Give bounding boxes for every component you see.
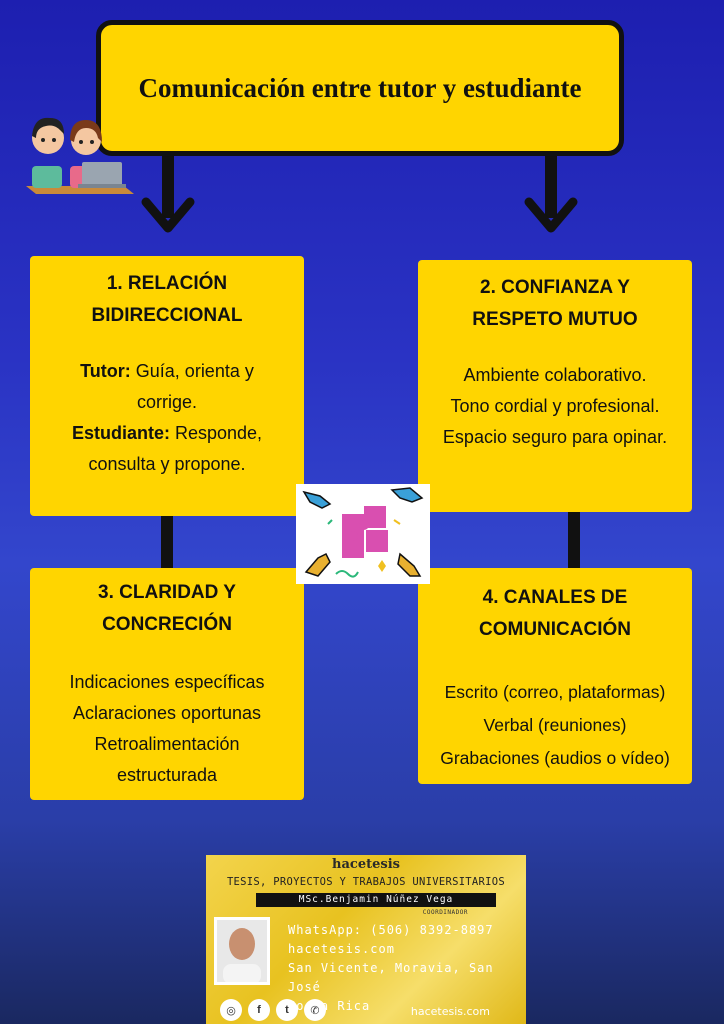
footer-whatsapp: WhatsApp: (506) 8392-8897 (288, 923, 494, 937)
card-confianza-respeto: 2. CONFIANZA Y RESPETO MUTUO Ambiente co… (418, 260, 692, 512)
card-relacion-bidireccional: 1. RELACIÓN BIDIRECCIONAL Tutor: Guía, o… (30, 256, 304, 516)
card-heading: COMUNICACIÓN (479, 619, 631, 640)
avatar (214, 917, 270, 985)
twitter-icon[interactable]: t (276, 999, 298, 1021)
card-line: Aclaraciones oportunas (72, 703, 262, 723)
student-text: consulta y propone. (88, 454, 246, 474)
card-heading: CONCRECIÓN (102, 614, 232, 635)
page-title: Comunicación entre tutor y estudiante (138, 72, 582, 103)
card-line: Tono cordial y profesional. (450, 396, 660, 416)
card-heading: 4. CANALES DE (482, 587, 628, 608)
card-line: estructurada (116, 765, 218, 785)
card-heading: BIDIRECCIONAL (91, 305, 243, 326)
connector-left (161, 514, 173, 572)
connector-right (568, 510, 580, 572)
footer-address: San Vicente, Moravia, San José (288, 961, 494, 994)
card-heading: 1. RELACIÓN (106, 273, 228, 294)
card-heading: RESPETO MUTUO (472, 309, 638, 330)
arrow-down-icon (141, 156, 195, 233)
card-heading: 2. CONFIANZA Y (480, 277, 630, 298)
kids-laptop-illustration (26, 117, 134, 194)
card-line: Verbal (reuniones) (483, 715, 627, 735)
footer-tagline: TESIS, PROYECTOS Y TRABAJOS UNIVERSITARI… (226, 876, 506, 888)
tutor-text: Guía, orienta y (130, 361, 254, 381)
card-line: Escrito (correo, plataformas) (444, 682, 666, 702)
student-label: Estudiante: (71, 423, 170, 443)
card-line: Grabaciones (audios o vídeo) (440, 748, 670, 768)
card-line: Indicaciones específicas (69, 672, 265, 692)
card-canales-comunicacion: 4. CANALES DE COMUNICACIÓN Escrito (corr… (418, 568, 692, 784)
card-line: Ambiente colaborativo. (463, 365, 647, 385)
footer-name: MSc.Benjamin Núñez Vega (256, 893, 496, 907)
card-line: Retroalimentación (94, 734, 240, 754)
card-claridad-concrecion: 3. CLARIDAD Y CONCRECIÓN Indicaciones es… (30, 568, 304, 800)
title-box: Comunicación entre tutor y estudiante (96, 20, 624, 156)
puzzle-hands-illustration (296, 484, 430, 584)
card-line: Espacio seguro para opinar. (442, 427, 668, 447)
tutor-label: Tutor: (80, 361, 131, 381)
student-text: Responde, (169, 423, 263, 443)
footer-role: COORDINADOR (422, 909, 468, 916)
whatsapp-icon[interactable]: ✆ (304, 999, 326, 1021)
instagram-icon[interactable]: ◎ (220, 999, 242, 1021)
tutor-text: corrige. (136, 392, 198, 412)
footer-website: hacetesis.com (288, 942, 395, 956)
footer-logo: hacetesis (332, 857, 400, 872)
footer-site-link[interactable]: hacetesis.com (410, 1005, 490, 1018)
card-heading: 3. CLARIDAD Y (98, 582, 236, 603)
facebook-icon[interactable]: f (248, 999, 270, 1021)
footer-business-card: hacetesis TESIS, PROYECTOS Y TRABAJOS UN… (206, 855, 526, 1024)
arrow-down-icon (524, 156, 578, 233)
